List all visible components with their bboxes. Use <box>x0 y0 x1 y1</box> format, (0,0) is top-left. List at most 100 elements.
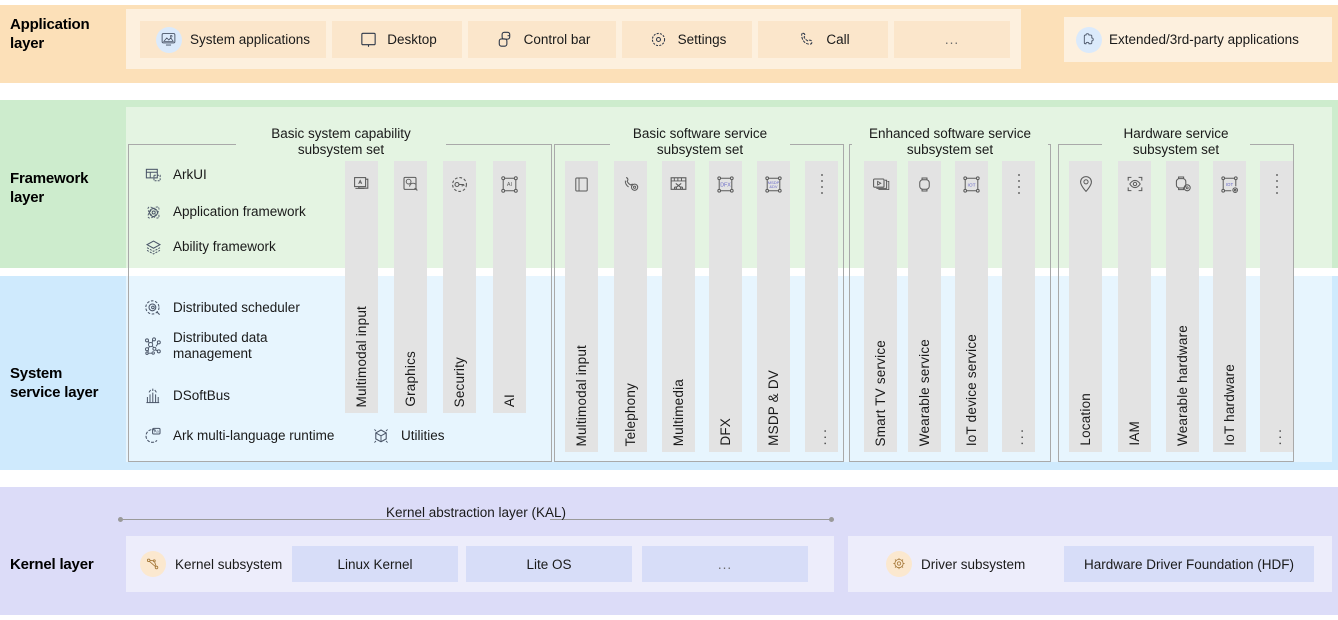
app-item-desktop[interactable]: Desktop <box>332 21 462 58</box>
system-feature-distributed-data-management[interactable]: Distributed data management <box>142 330 332 363</box>
app-item-label: Control bar <box>523 32 591 47</box>
app-item-system-applications[interactable]: System applications <box>140 21 326 58</box>
extended-applications-item[interactable]: Extended/3rd-party applications <box>1064 17 1332 62</box>
kernel-subsystem-item[interactable]: Kernel subsystem <box>140 536 282 592</box>
group-title-line1: Basic system capability <box>271 126 411 141</box>
runtime-arc-icon: Aa <box>142 425 164 447</box>
svg-text:&DV: &DV <box>769 184 778 189</box>
group-title-hardware-service: Hardware service subsystem set <box>1102 126 1250 159</box>
framework-layer-label-line2: layer <box>10 188 45 206</box>
driver-option-label: Hardware Driver Foundation (HDF) <box>1083 556 1295 572</box>
subsystem-column-iot-hardware[interactable]: IOT IoT hardware <box>1213 161 1246 452</box>
kernel-option-lite-os[interactable]: Lite OS <box>466 546 632 582</box>
app-item-control-bar[interactable]: Control bar <box>468 21 616 58</box>
puzzle-piece-icon <box>1076 26 1102 53</box>
subsystem-column-more-2[interactable]: ... <box>1002 161 1035 452</box>
framework-feature-label: Ability framework <box>173 238 276 254</box>
subsystem-column-wearable-hardware[interactable]: Wearable hardware <box>1166 161 1199 452</box>
driver-subsystem-panel: Driver subsystem Hardware Driver Foundat… <box>848 536 1332 592</box>
kal-title: Kernel abstraction layer (KAL) <box>385 505 567 520</box>
app-item-label: Desktop <box>387 32 437 47</box>
driver-subsystem-label: Driver subsystem <box>921 556 1026 572</box>
kernel-option-label: Lite OS <box>526 556 572 572</box>
svg-text:DFX: DFX <box>720 182 731 188</box>
kernel-option-linux[interactable]: Linux Kernel <box>292 546 458 582</box>
application-layer-label-line2: layer <box>10 34 45 52</box>
driver-subsystem-item[interactable]: Driver subsystem <box>886 536 1025 592</box>
book-icon <box>565 167 598 201</box>
stacked-layers-icon <box>142 236 164 258</box>
multimedia-icon <box>662 167 695 201</box>
gear-icon <box>648 29 670 51</box>
application-items-panel: System applications Desktop Control bar … <box>126 9 1021 69</box>
system-feature-label: Ark multi-language runtime <box>173 427 335 443</box>
subsystem-column-ai[interactable]: AI AI <box>493 161 526 413</box>
subsystem-column-label: MSDP & DV <box>766 370 781 446</box>
svg-text:IOT: IOT <box>1226 181 1234 186</box>
subsystem-column-wearable-service[interactable]: Wearable service <box>908 161 941 452</box>
ellipsis-icon <box>1002 167 1035 201</box>
framework-feature-arkui[interactable]: ArkUI <box>142 164 207 186</box>
softbus-icon <box>142 385 164 407</box>
application-layer-label: Application layer <box>10 16 120 54</box>
subsystem-column-location[interactable]: Location <box>1069 161 1102 452</box>
subsystem-column-label: DFX <box>718 418 733 446</box>
ellipsis-icon <box>805 167 838 201</box>
msdp-dv-node-icon: MSDP&DV <box>757 167 790 201</box>
telephony-icon <box>614 167 647 201</box>
svg-text:Aa: Aa <box>154 429 160 434</box>
system-feature-dsoftbus[interactable]: DSoftBus <box>142 385 230 407</box>
iot-gear-node-icon: IOT <box>1213 167 1246 201</box>
app-item-label: ... <box>944 32 960 47</box>
square-desktop-icon <box>357 29 379 51</box>
kernel-layer-label-line1: Kernel layer <box>10 556 94 573</box>
stacked-panels-icon <box>494 29 516 51</box>
app-item-more[interactable]: ... <box>894 21 1010 58</box>
subsystem-column-more-3[interactable]: ... <box>1260 161 1293 452</box>
subsystem-column-security[interactable]: Security <box>443 161 476 413</box>
subsystem-column-multimedia[interactable]: Multimedia <box>662 161 695 452</box>
app-item-settings[interactable]: Settings <box>622 21 752 58</box>
kal-arrow-left <box>118 516 123 522</box>
subsystem-column-label: IAM <box>1127 421 1142 446</box>
subsystem-column-smart-tv-service[interactable]: Smart TV service <box>864 161 897 452</box>
location-pin-icon <box>1069 167 1102 201</box>
subsystem-column-multimodal-input-2[interactable]: Multimodal input <box>565 161 598 452</box>
system-feature-label: DSoftBus <box>173 387 231 403</box>
app-item-call[interactable]: Call <box>758 21 888 58</box>
subsystem-column-label: Wearable service <box>917 338 932 446</box>
kal-arrow-right <box>829 516 834 522</box>
framework-feature-label: Application framework <box>173 203 306 219</box>
svg-text:IOT: IOT <box>967 182 975 188</box>
system-feature-label: Distributed data management <box>173 330 268 362</box>
layout-frame-icon <box>142 164 164 186</box>
framework-feature-ability-framework[interactable]: Ability framework <box>142 236 276 258</box>
subsystem-column-label: ... <box>1268 427 1285 446</box>
group-title-basic-system-capability: Basic system capability subsystem set <box>236 126 446 159</box>
framework-feature-application-framework[interactable]: Application framework <box>142 201 306 223</box>
subsystem-column-multimodal-input[interactable]: Multimodal input <box>345 161 378 413</box>
kal-line-left <box>118 519 430 520</box>
subsystem-column-more-1[interactable]: ... <box>805 161 838 452</box>
kernel-option-more[interactable]: ... <box>642 546 808 582</box>
subsystem-column-iot-device-service[interactable]: IOT IoT device service <box>955 161 988 452</box>
subsystem-column-msdp-dv[interactable]: MSDP&DV MSDP & DV <box>757 161 790 452</box>
iot-node-icon: IOT <box>955 167 988 201</box>
subsystem-column-label: IoT hardware <box>1222 364 1237 446</box>
subsystem-column-dfx[interactable]: DFX DFX <box>709 161 742 452</box>
subsystem-column-graphics[interactable]: Graphics <box>394 161 427 413</box>
svg-text:MSDP: MSDP <box>768 179 780 184</box>
node-network-icon <box>142 335 164 357</box>
subsystem-column-label: Multimedia <box>671 378 686 446</box>
driver-option-hdf[interactable]: Hardware Driver Foundation (HDF) <box>1064 546 1314 582</box>
system-feature-distributed-scheduler[interactable]: Distributed scheduler <box>142 297 300 319</box>
subsystem-column-telephony[interactable]: Telephony <box>614 161 647 452</box>
cube-icon <box>370 425 392 447</box>
kernel-subsystem-label: Kernel subsystem <box>175 556 283 572</box>
framework-layer-label-line1: Framework <box>10 170 89 187</box>
system-feature-ark-runtime[interactable]: Aa Ark multi-language runtime <box>142 425 334 447</box>
subsystem-column-label: ... <box>1010 427 1027 446</box>
subsystem-column-iam[interactable]: IAM <box>1118 161 1151 452</box>
system-feature-utilities[interactable]: Utilities <box>370 425 445 447</box>
